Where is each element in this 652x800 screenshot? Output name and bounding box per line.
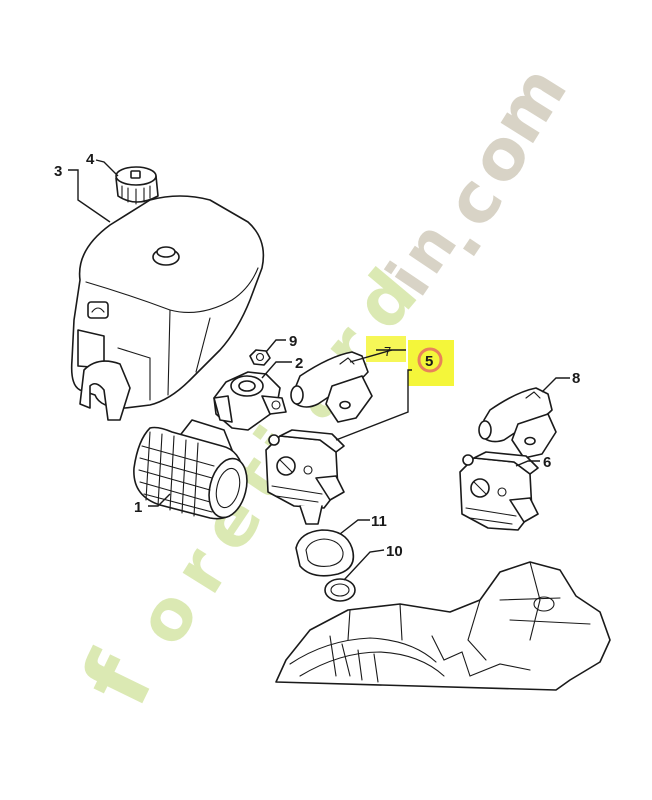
watermark-letter: f [62,638,176,722]
part-6-carburetor [459,451,539,531]
callout-1: 1 [134,499,142,516]
callout-5-badge [417,347,443,373]
callout-4: 4 [86,151,95,168]
part-8-elbow [478,387,557,459]
callout-labels: 3 4 9 2 7 5 8 6 1 11 10 [54,151,580,560]
housing-crankcase [275,561,611,691]
callout-3: 3 [54,163,62,180]
callout-7: 7 [384,344,391,359]
part-3-cover [70,195,265,421]
part-10-ring [324,578,356,602]
callout-2: 2 [295,355,303,372]
callout-10: 10 [386,543,403,560]
callout-11: 11 [371,513,387,530]
callout-9: 9 [289,333,297,350]
part-2-bracket [213,371,287,431]
part-5-carburetor [265,429,345,525]
part-7-elbow [290,351,373,423]
part-1-filter [133,419,248,520]
part-11-gasket [295,529,355,577]
callout-5: 5 [425,353,433,370]
part-9-nut [249,349,271,366]
callout-6: 6 [543,454,551,471]
callout-7-highlight [366,336,406,362]
leader-lines [68,159,570,581]
part-4-cap [115,166,159,205]
callout-8: 8 [572,370,580,387]
